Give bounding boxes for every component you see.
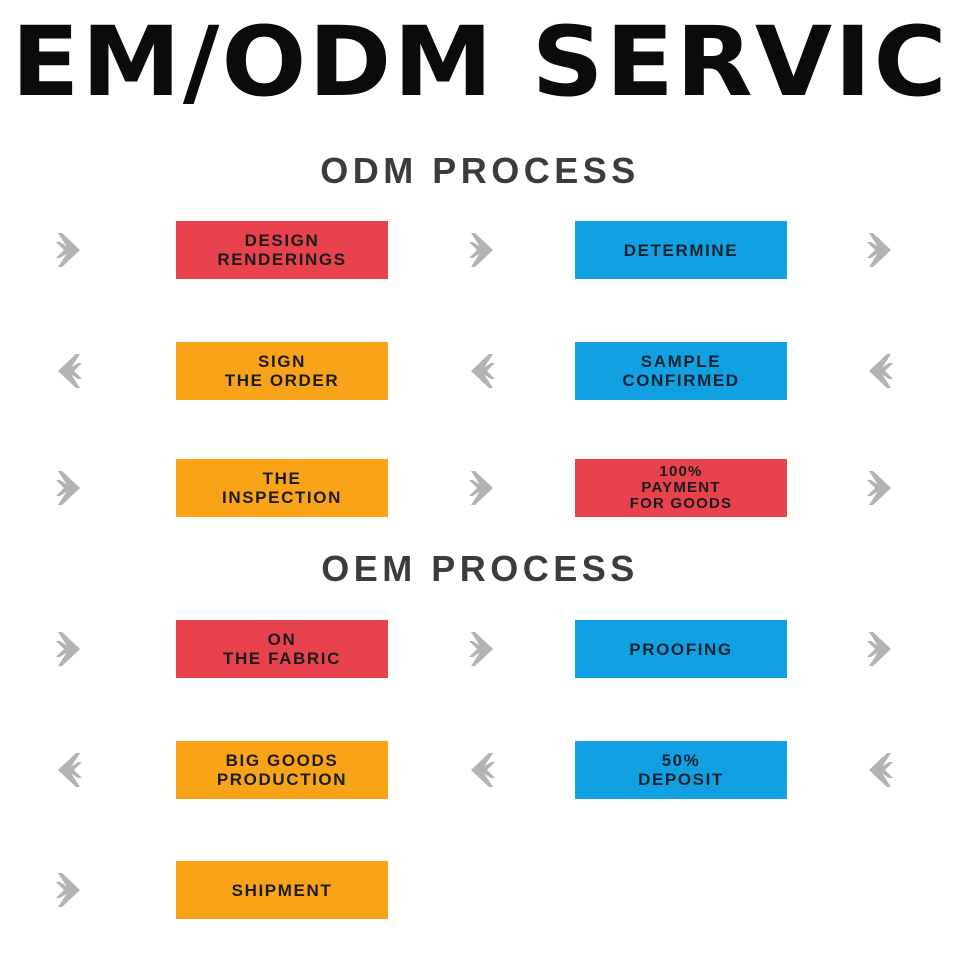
- chevron-right-icon: [52, 629, 86, 669]
- chevron-left-icon: [465, 750, 499, 790]
- chevron-left-icon: [52, 750, 86, 790]
- process-step-label: PRODUCTION: [216, 770, 348, 789]
- process-step-label: PAYMENT: [641, 479, 721, 496]
- process-step-box[interactable]: 50%DEPOSIT: [575, 741, 787, 799]
- page-title: EM/ODM SERVIC: [11, 6, 949, 118]
- process-step-box[interactable]: PROOFING: [575, 620, 787, 678]
- chevron-left-icon: [863, 351, 897, 391]
- chevron-right-icon: [863, 230, 897, 270]
- chevron-left-icon: [465, 351, 499, 391]
- process-step-label: BIG GOODS: [225, 751, 339, 770]
- process-step-label: PROOFING: [629, 639, 733, 659]
- chevron-right-icon: [465, 230, 499, 270]
- process-step-label: THE: [262, 469, 302, 488]
- section-heading-odm: ODM PROCESS: [320, 150, 640, 191]
- process-step-label: DESIGN: [244, 231, 320, 250]
- process-step-label: INSPECTION: [222, 488, 342, 507]
- process-step-label: SIGN: [258, 352, 306, 371]
- chevron-right-icon: [863, 629, 897, 669]
- process-step-label: ON: [267, 630, 297, 649]
- chevron-left-icon: [52, 351, 86, 391]
- process-step-label: DEPOSIT: [638, 770, 724, 789]
- chevron-right-icon: [465, 468, 499, 508]
- process-step-label: THE ORDER: [224, 371, 340, 390]
- process-row: SHIPMENT: [0, 853, 960, 927]
- process-step-label: 100%: [659, 463, 703, 480]
- process-step-box[interactable]: DETERMINE: [575, 221, 787, 279]
- chevron-right-icon: [465, 629, 499, 669]
- chevron-right-icon: [52, 468, 86, 508]
- chevron-right-icon: [52, 230, 86, 270]
- process-step-label: SHIPMENT: [231, 880, 333, 900]
- section-heading-oem: OEM PROCESS: [321, 548, 639, 589]
- chevron-right-icon: [863, 468, 897, 508]
- process-step-label: CONFIRMED: [622, 371, 740, 390]
- process-step-box[interactable]: SHIPMENT: [176, 861, 388, 919]
- process-step-label: RENDERINGS: [217, 250, 347, 269]
- process-step-label: FOR GOODS: [629, 495, 733, 512]
- process-step-label: THE FABRIC: [223, 649, 341, 668]
- process-step-label: DETERMINE: [623, 240, 739, 260]
- chevron-left-icon: [863, 750, 897, 790]
- chevron-right-icon: [52, 870, 86, 910]
- process-step-label: SAMPLE: [640, 352, 722, 371]
- process-step-label: 50%: [661, 751, 701, 770]
